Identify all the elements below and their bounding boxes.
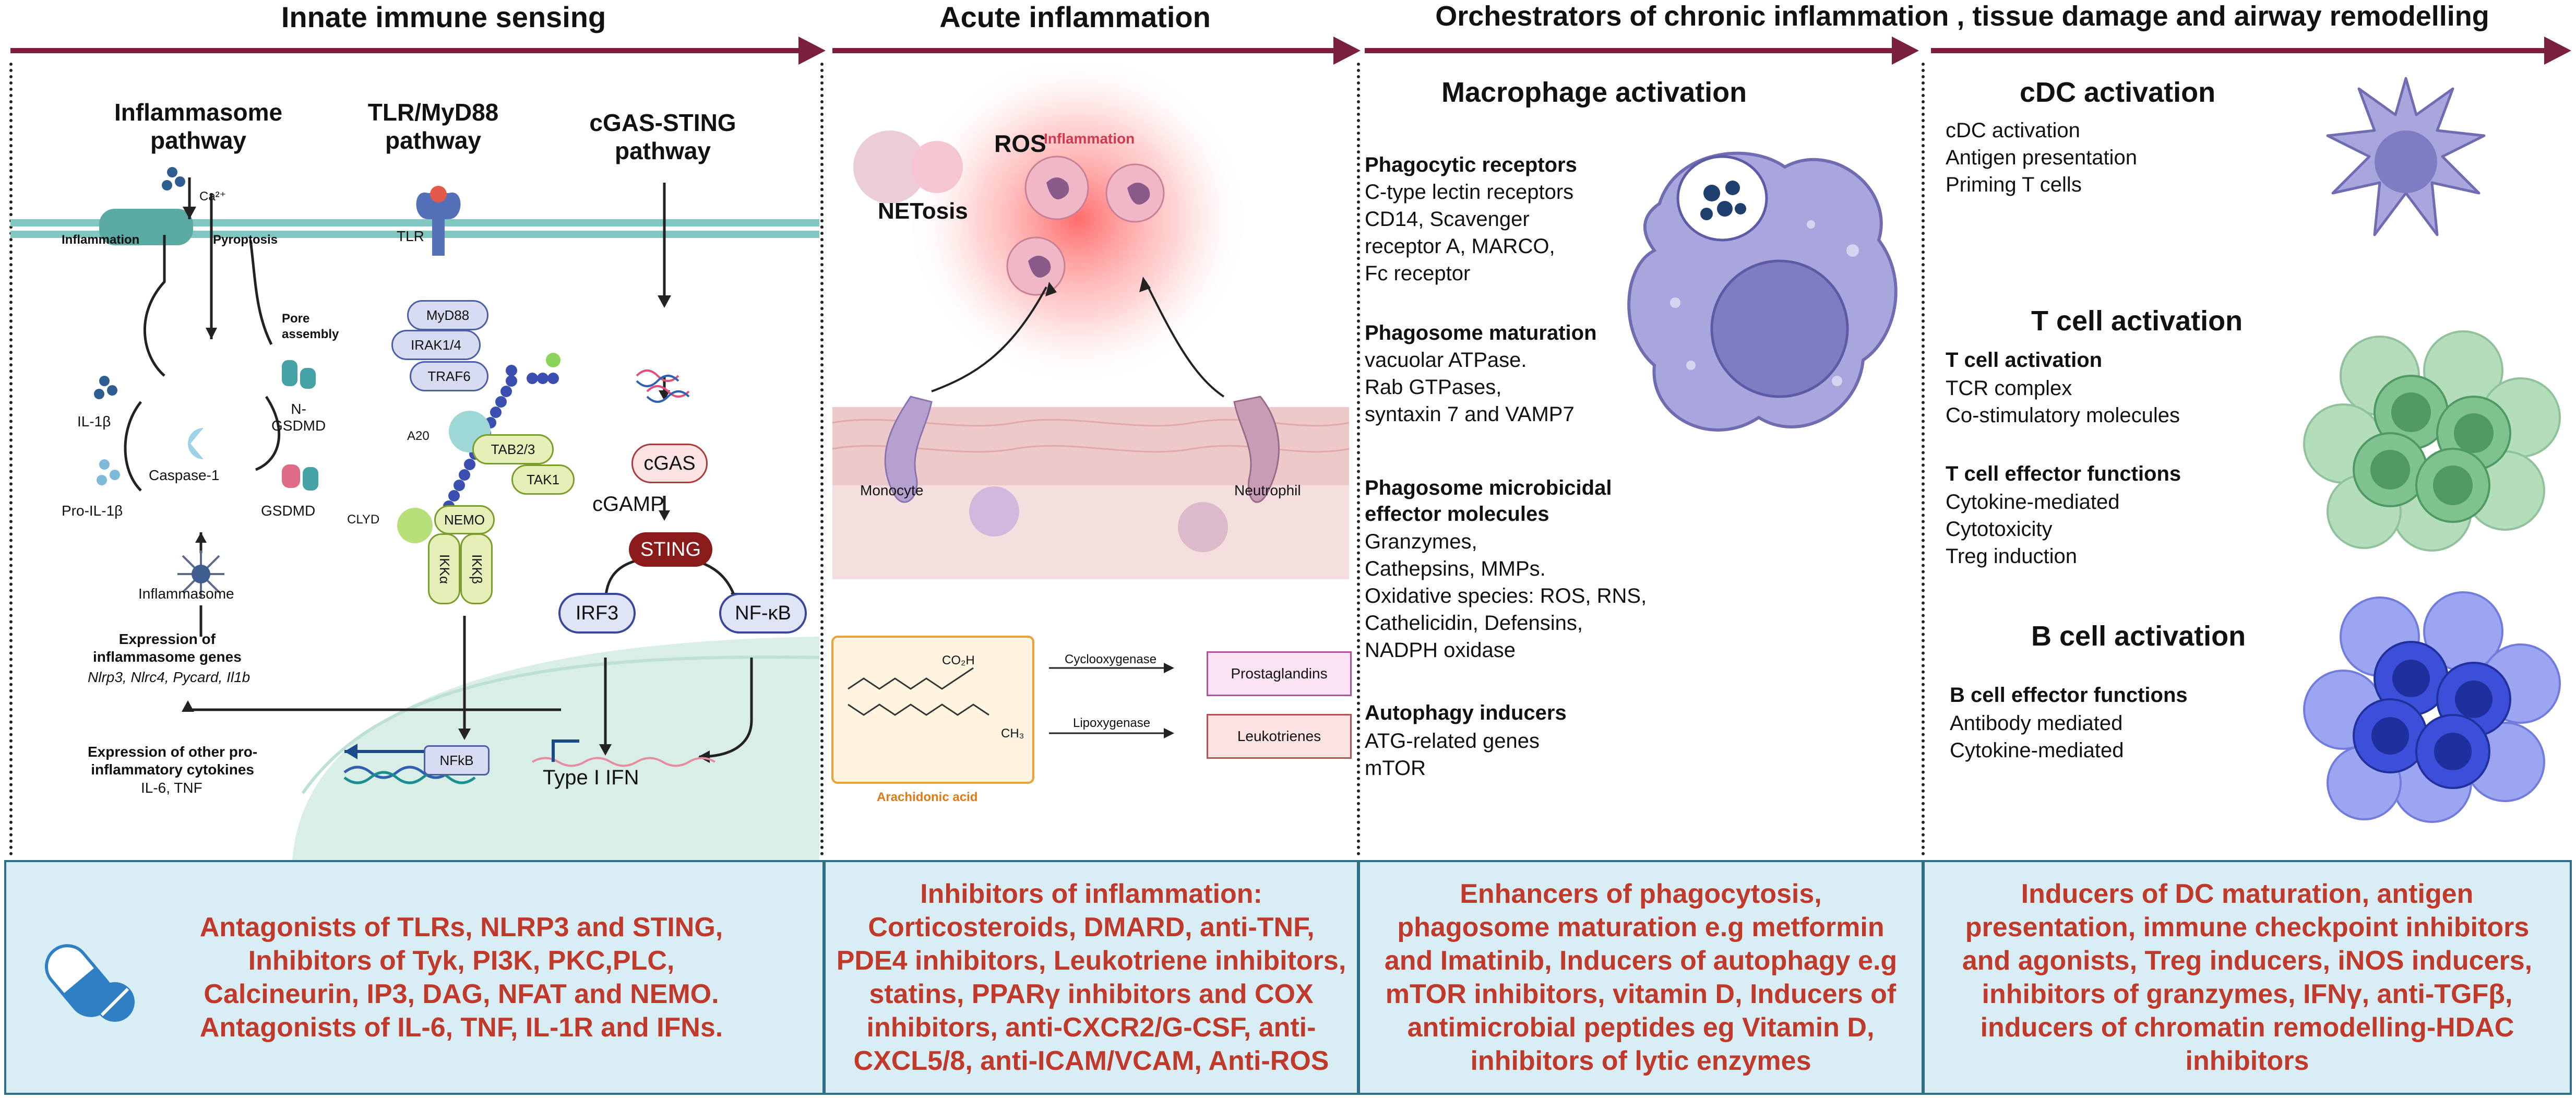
therapy-adaptive-box: Inducers of DC maturation, antigen prese…: [1923, 860, 2572, 1095]
gsdmd-label: GSDMD: [261, 503, 316, 519]
header-acute: Acute inflammation: [939, 1, 1211, 33]
macrophage-title: Macrophage activation: [1441, 77, 1747, 108]
nfkb-node: NF-κB: [719, 593, 807, 634]
sting-node: STING: [629, 532, 712, 567]
cytokines-label: IL-6, TNF: [141, 780, 202, 796]
capsule-pills-icon: [44, 944, 135, 1022]
ch3-label: CH₃: [1001, 726, 1024, 741]
header-arrow-acute: [832, 48, 1333, 53]
monocyte-label: Monocyte: [860, 482, 924, 498]
micro-lines: Granzymes, Cathepsins, MMPs. Oxidative s…: [1365, 530, 1647, 662]
expr-title: Expression of inflammasome genes: [93, 631, 242, 665]
inflammasome-title: Inflammasome pathway: [114, 99, 283, 154]
header-arrow-innate: [10, 48, 798, 53]
acute-illustration: [831, 63, 1350, 784]
traf6-node: TRAF6: [410, 361, 488, 391]
ca-label: Ca²⁺: [199, 189, 226, 204]
therapy-innate-text: Antagonists of TLRs, NLRP3 and STING, In…: [199, 912, 723, 1043]
arachidonic-label: Arachidonic acid: [877, 790, 978, 804]
therapy-innate-box: Antagonists of TLRs, NLRP3 and STING, In…: [4, 860, 825, 1095]
tcell-title: T cell activation: [2031, 305, 2243, 337]
auto-lines: ATG-related genes mTOR: [1365, 730, 1540, 780]
macrophage-cell-icon: [1627, 151, 1898, 432]
ros-label: ROS: [994, 130, 1046, 157]
bcell-sub: B cell effector functions: [1950, 684, 2188, 707]
divider-left: [9, 63, 13, 856]
header-chronic: Orchestrators of chronic inflammation , …: [1435, 1, 2489, 32]
tak1-node: TAK1: [511, 464, 575, 495]
header-innate: Innate immune sensing: [281, 1, 606, 33]
inflammasome-icon: [192, 565, 210, 583]
cdc-lines: cDC activation Antigen presentation Prim…: [1946, 119, 2137, 196]
netosis-label: NETosis: [878, 198, 968, 224]
header-arrow-chronic-2: [1931, 48, 2547, 53]
header-arrow-chronic-1: [1365, 48, 1892, 53]
gsdmd-pore-icon: [99, 209, 193, 245]
irf3-node: IRF3: [558, 593, 636, 634]
expr-genes: Nlrp3, Nlrc4, Pycard, Il1b: [88, 669, 251, 685]
tlr-label: TLR: [397, 228, 424, 244]
tcell-lines1: TCR complex Co-stimulatory molecules: [1946, 377, 2180, 427]
neutrophil-label: Neutrophil: [1234, 482, 1301, 498]
cgamp-label: cGAMP: [592, 493, 664, 516]
pyroptosis-label: Pyroptosis: [213, 233, 278, 247]
micro-title: Phagosome microbicidal effector molecule…: [1365, 476, 1612, 526]
header-arrowhead-innate: [798, 37, 826, 65]
prostaglandins-box: Prostaglandins: [1207, 651, 1352, 696]
inflammation-label: Inflammation: [62, 233, 140, 247]
therapy-acute-box: Inhibitors of inflammation: Corticostero…: [824, 860, 1359, 1095]
cyclooxygenase-label: Cyclooxygenase: [1065, 652, 1157, 666]
caspase-label: Caspase-1: [149, 467, 220, 483]
auto-title: Autophagy inducers: [1365, 701, 1567, 724]
inflammasome-label: Inflammasome: [138, 586, 234, 602]
ikka-node: IKKα: [428, 533, 460, 604]
therapy-macrophage-text: Enhancers of phagocytosis, phagosome mat…: [1384, 879, 1898, 1076]
caspase-icon: [188, 428, 204, 459]
header-arrowhead-chronic-2: [2544, 37, 2571, 65]
phago-title: Phagocytic receptors: [1365, 153, 1577, 176]
pore-label: Pore assembly: [282, 312, 339, 341]
tlr-title: TLR/MyD88 pathway: [367, 99, 499, 154]
typei-label: Type I IFN: [543, 766, 639, 789]
clyd-label: CLYD: [347, 512, 380, 527]
leukotrienes-box: Leukotrienes: [1207, 714, 1352, 759]
cdc-cell-icon: [2326, 77, 2486, 236]
bcell-title: B cell activation: [2031, 620, 2246, 652]
header-arrowhead-chronic-1: [1892, 37, 1919, 65]
matur-title: Phagosome maturation: [1365, 321, 1597, 344]
nemo-node: NEMO: [434, 505, 495, 534]
tcell-sub1: T cell activation: [1946, 349, 2103, 372]
acute-inflammation-label: Inflammation: [1044, 130, 1135, 147]
a20-label: A20: [407, 429, 430, 443]
proil-label: Pro-IL-1β: [62, 503, 123, 519]
tab-node: TAB2/3: [472, 434, 554, 464]
nfkb-nuclear-node: NFkB: [424, 745, 490, 775]
lipoxygenase-label: Lipoxygenase: [1073, 716, 1151, 730]
header-arrowhead-acute: [1333, 37, 1361, 65]
tcell-cluster-icon: [2303, 330, 2561, 552]
divider-adaptive: [1922, 63, 1925, 856]
divider-macrophage: [1357, 63, 1360, 856]
ngsdmd-label: N- GSDMD: [271, 401, 326, 434]
therapy-macrophage-box: Enhancers of phagocytosis, phagosome mat…: [1358, 860, 1924, 1095]
il1b-label: IL-1β: [77, 413, 111, 429]
irak-node: IRAK1/4: [391, 330, 481, 360]
divider-acute: [820, 63, 824, 856]
cgas-title: cGAS-STING pathway: [589, 109, 736, 164]
matur-lines: vacuolar ATPase. Rab GTPases, syntaxin 7…: [1365, 349, 1575, 426]
bcell-lines: Antibody mediated Cytokine-mediated: [1950, 712, 2124, 762]
ikkb-node: IKKβ: [460, 533, 493, 604]
phago-lines: C-type lectin receptors CD14, Scavenger …: [1365, 181, 1574, 285]
expr-other: Expression of other pro- inflammatory cy…: [88, 744, 258, 778]
tcell-lines2: Cytokine-mediated Cytotoxicity Treg indu…: [1946, 491, 2120, 568]
cdc-title: cDC activation: [2020, 77, 2216, 108]
clyd-icon: [397, 508, 433, 543]
bcell-cluster-icon: [2303, 591, 2561, 823]
cgas-node: cGAS: [631, 444, 708, 483]
therapy-acute-text: Inhibitors of inflammation: Corticostero…: [836, 879, 1346, 1076]
therapy-adaptive-text: Inducers of DC maturation, antigen prese…: [1962, 879, 2533, 1076]
co2h-label: CO₂H: [942, 653, 975, 667]
myd88-node: MyD88: [407, 300, 488, 330]
tcell-sub2: T cell effector functions: [1946, 462, 2181, 485]
